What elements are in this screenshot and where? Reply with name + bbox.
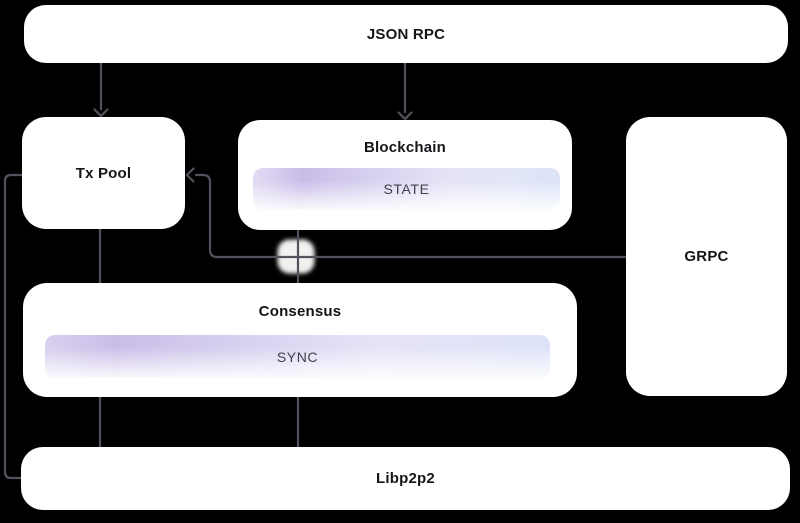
node-json-rpc-label: JSON RPC bbox=[366, 25, 446, 43]
node-tx-pool: Tx Pool bbox=[22, 117, 185, 229]
node-consensus: Consensus SYNC bbox=[23, 283, 577, 397]
consensus-sync-badge: SYNC bbox=[45, 335, 550, 378]
edge-txpool-libp2p2 bbox=[3, 173, 24, 480]
node-blockchain-label: Blockchain bbox=[363, 139, 447, 156]
node-grpc: GRPC bbox=[626, 117, 787, 396]
consensus-sync-badge-label: SYNC bbox=[276, 348, 319, 365]
node-grpc-label: GRPC bbox=[684, 248, 729, 265]
blockchain-state-badge: STATE bbox=[253, 168, 560, 210]
node-tx-pool-label: Tx Pool bbox=[75, 164, 132, 182]
node-libp2p2: Libp2p2 bbox=[21, 447, 790, 510]
node-libp2p2-label: Libp2p2 bbox=[376, 470, 435, 487]
node-consensus-label: Consensus bbox=[258, 303, 342, 320]
arrowhead-left-icon bbox=[185, 167, 195, 183]
node-json-rpc: JSON RPC bbox=[24, 5, 788, 63]
node-blockchain: Blockchain STATE bbox=[238, 120, 572, 230]
blockchain-state-badge-label: STATE bbox=[383, 181, 430, 197]
line-crossing-jump bbox=[277, 239, 315, 274]
arrowhead-down-icon bbox=[93, 108, 109, 118]
arrowhead-down-icon bbox=[397, 111, 413, 121]
